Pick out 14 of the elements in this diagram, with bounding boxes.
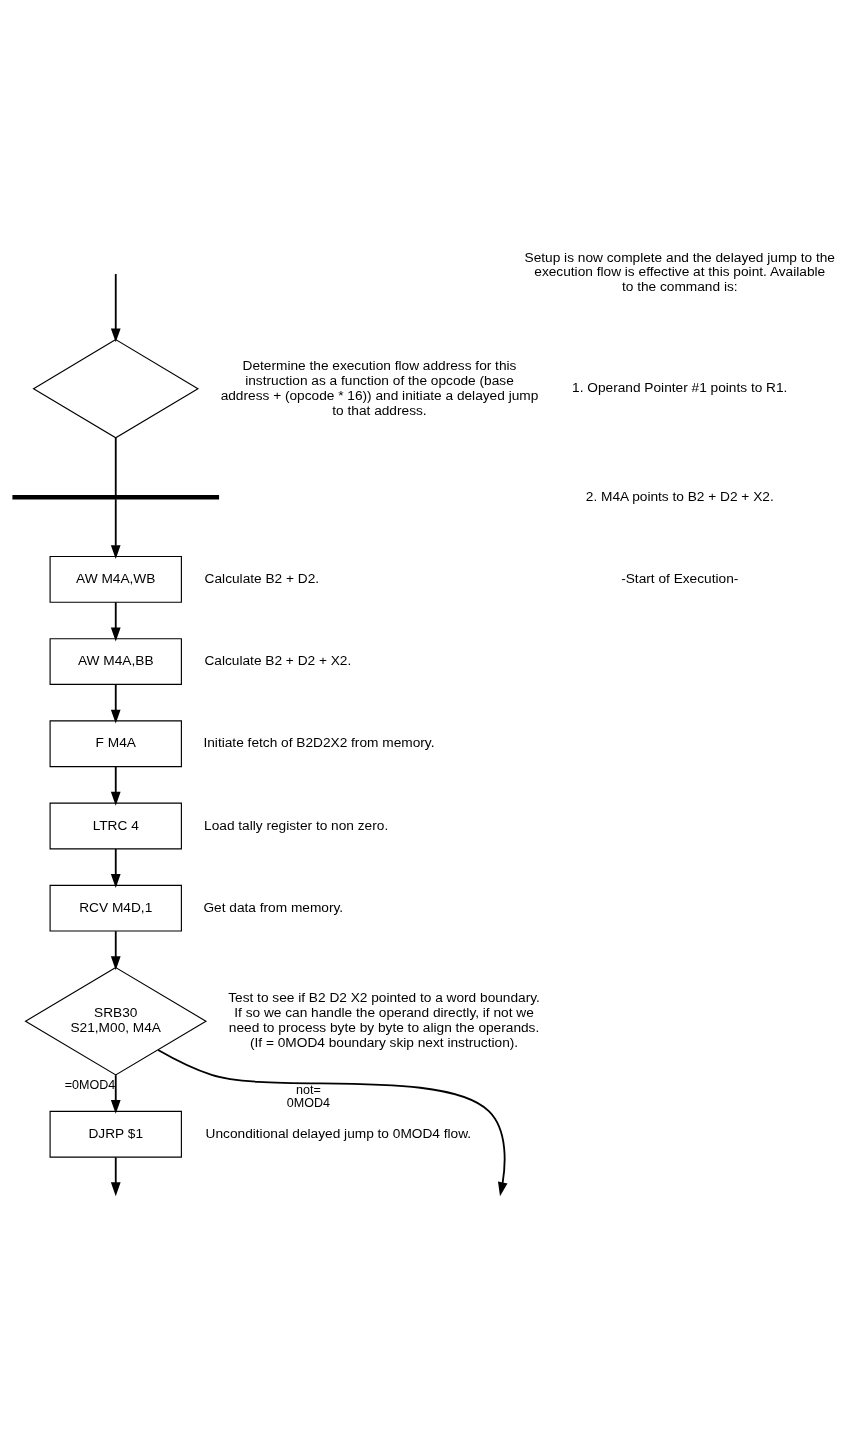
label: 2. M4A points to B2 + D2 + X2. <box>585 488 774 504</box>
node-label: Determine the execution flow address for this instruction as a function of the opcode (base address + (opcode * 16)) and initiate a delayed jump to that address. <box>220 357 539 418</box>
node-label: Get data from memory. <box>203 899 344 915</box>
edge-label: =0MOD4 <box>64 1078 116 1093</box>
edge-label: not= 0MOD4 <box>286 1082 331 1111</box>
label: 1. Operand Pointer #1 points to R1. <box>572 380 788 396</box>
node-label: Calculate B2 + D2. <box>204 570 320 586</box>
label: -Start of Execution- <box>621 570 739 586</box>
label: Setup is now complete and the delayed jump to the execution flow is effective at this point. Available to the command is: <box>524 249 835 295</box>
node-label: Unconditional delayed jump to 0MOD4 flow. <box>205 1125 472 1141</box>
node-label: Calculate B2 + D2 + X2. <box>204 653 352 669</box>
node-label: Initiate fetch of B2D2X2 from memory. <box>203 735 435 751</box>
node-label: Test to see if B2 D2 X2 pointed to a word boundary. If so we can handle the operand directly, if not we need to process byte by byte to align the operands. (If = 0MOD4 boundary skip next instruction). <box>228 990 540 1051</box>
node-label: Load tally register to non zero. <box>204 817 389 833</box>
